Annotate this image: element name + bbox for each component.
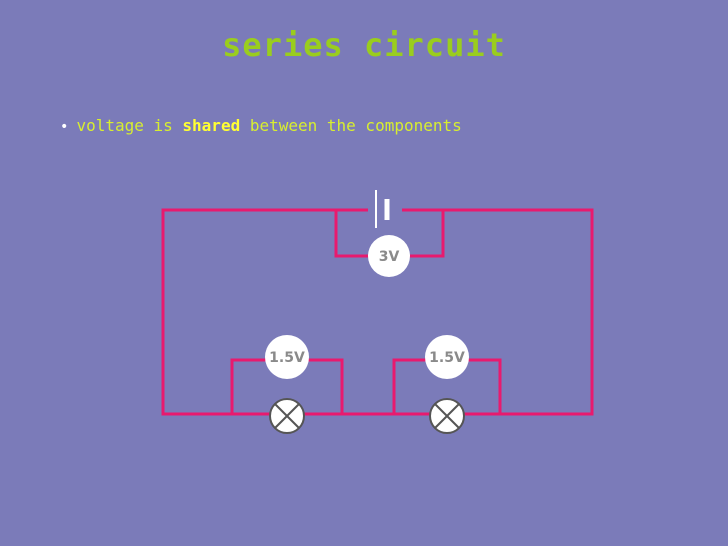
bullet-emphasis: shared (182, 116, 241, 135)
bullet-voltage-shared: • voltage is shared between the component… (60, 116, 462, 135)
voltmeter-battery: 3V (368, 235, 410, 277)
battery-icon (368, 188, 402, 230)
voltmeter-bulb2-label: 1.5V (429, 350, 465, 366)
voltmeter-bulb2: 1.5V (425, 335, 469, 379)
voltmeter-battery-label: 3V (379, 249, 400, 265)
bullet-dot: • (60, 119, 69, 135)
slide-title: series circuit (222, 26, 506, 64)
lamp-icon (429, 398, 465, 434)
lamp-icon (269, 398, 305, 434)
voltmeter-bulb1-label: 1.5V (269, 350, 305, 366)
bullet-suffix: between the components (240, 116, 462, 135)
voltmeter-bulb1: 1.5V (265, 335, 309, 379)
bullet-prefix: voltage is (76, 116, 183, 135)
